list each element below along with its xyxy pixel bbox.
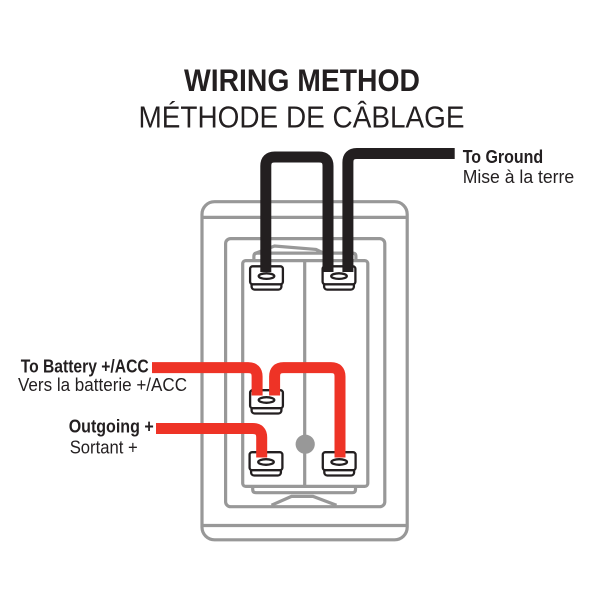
svg-text:To Battery +/ACC: To Battery +/ACC: [21, 357, 149, 377]
svg-text:To Ground: To Ground: [463, 147, 544, 167]
svg-text:Mise à la terre: Mise à la terre: [463, 167, 575, 187]
svg-text:WIRING METHOD: WIRING METHOD: [184, 63, 420, 98]
svg-text:Vers la batterie +/ACC: Vers la batterie +/ACC: [18, 375, 187, 395]
svg-text:Sortant +: Sortant +: [70, 437, 138, 457]
svg-text:MÉTHODE DE CÂBLAGE: MÉTHODE DE CÂBLAGE: [139, 99, 465, 134]
svg-text:Outgoing +: Outgoing +: [69, 416, 154, 436]
